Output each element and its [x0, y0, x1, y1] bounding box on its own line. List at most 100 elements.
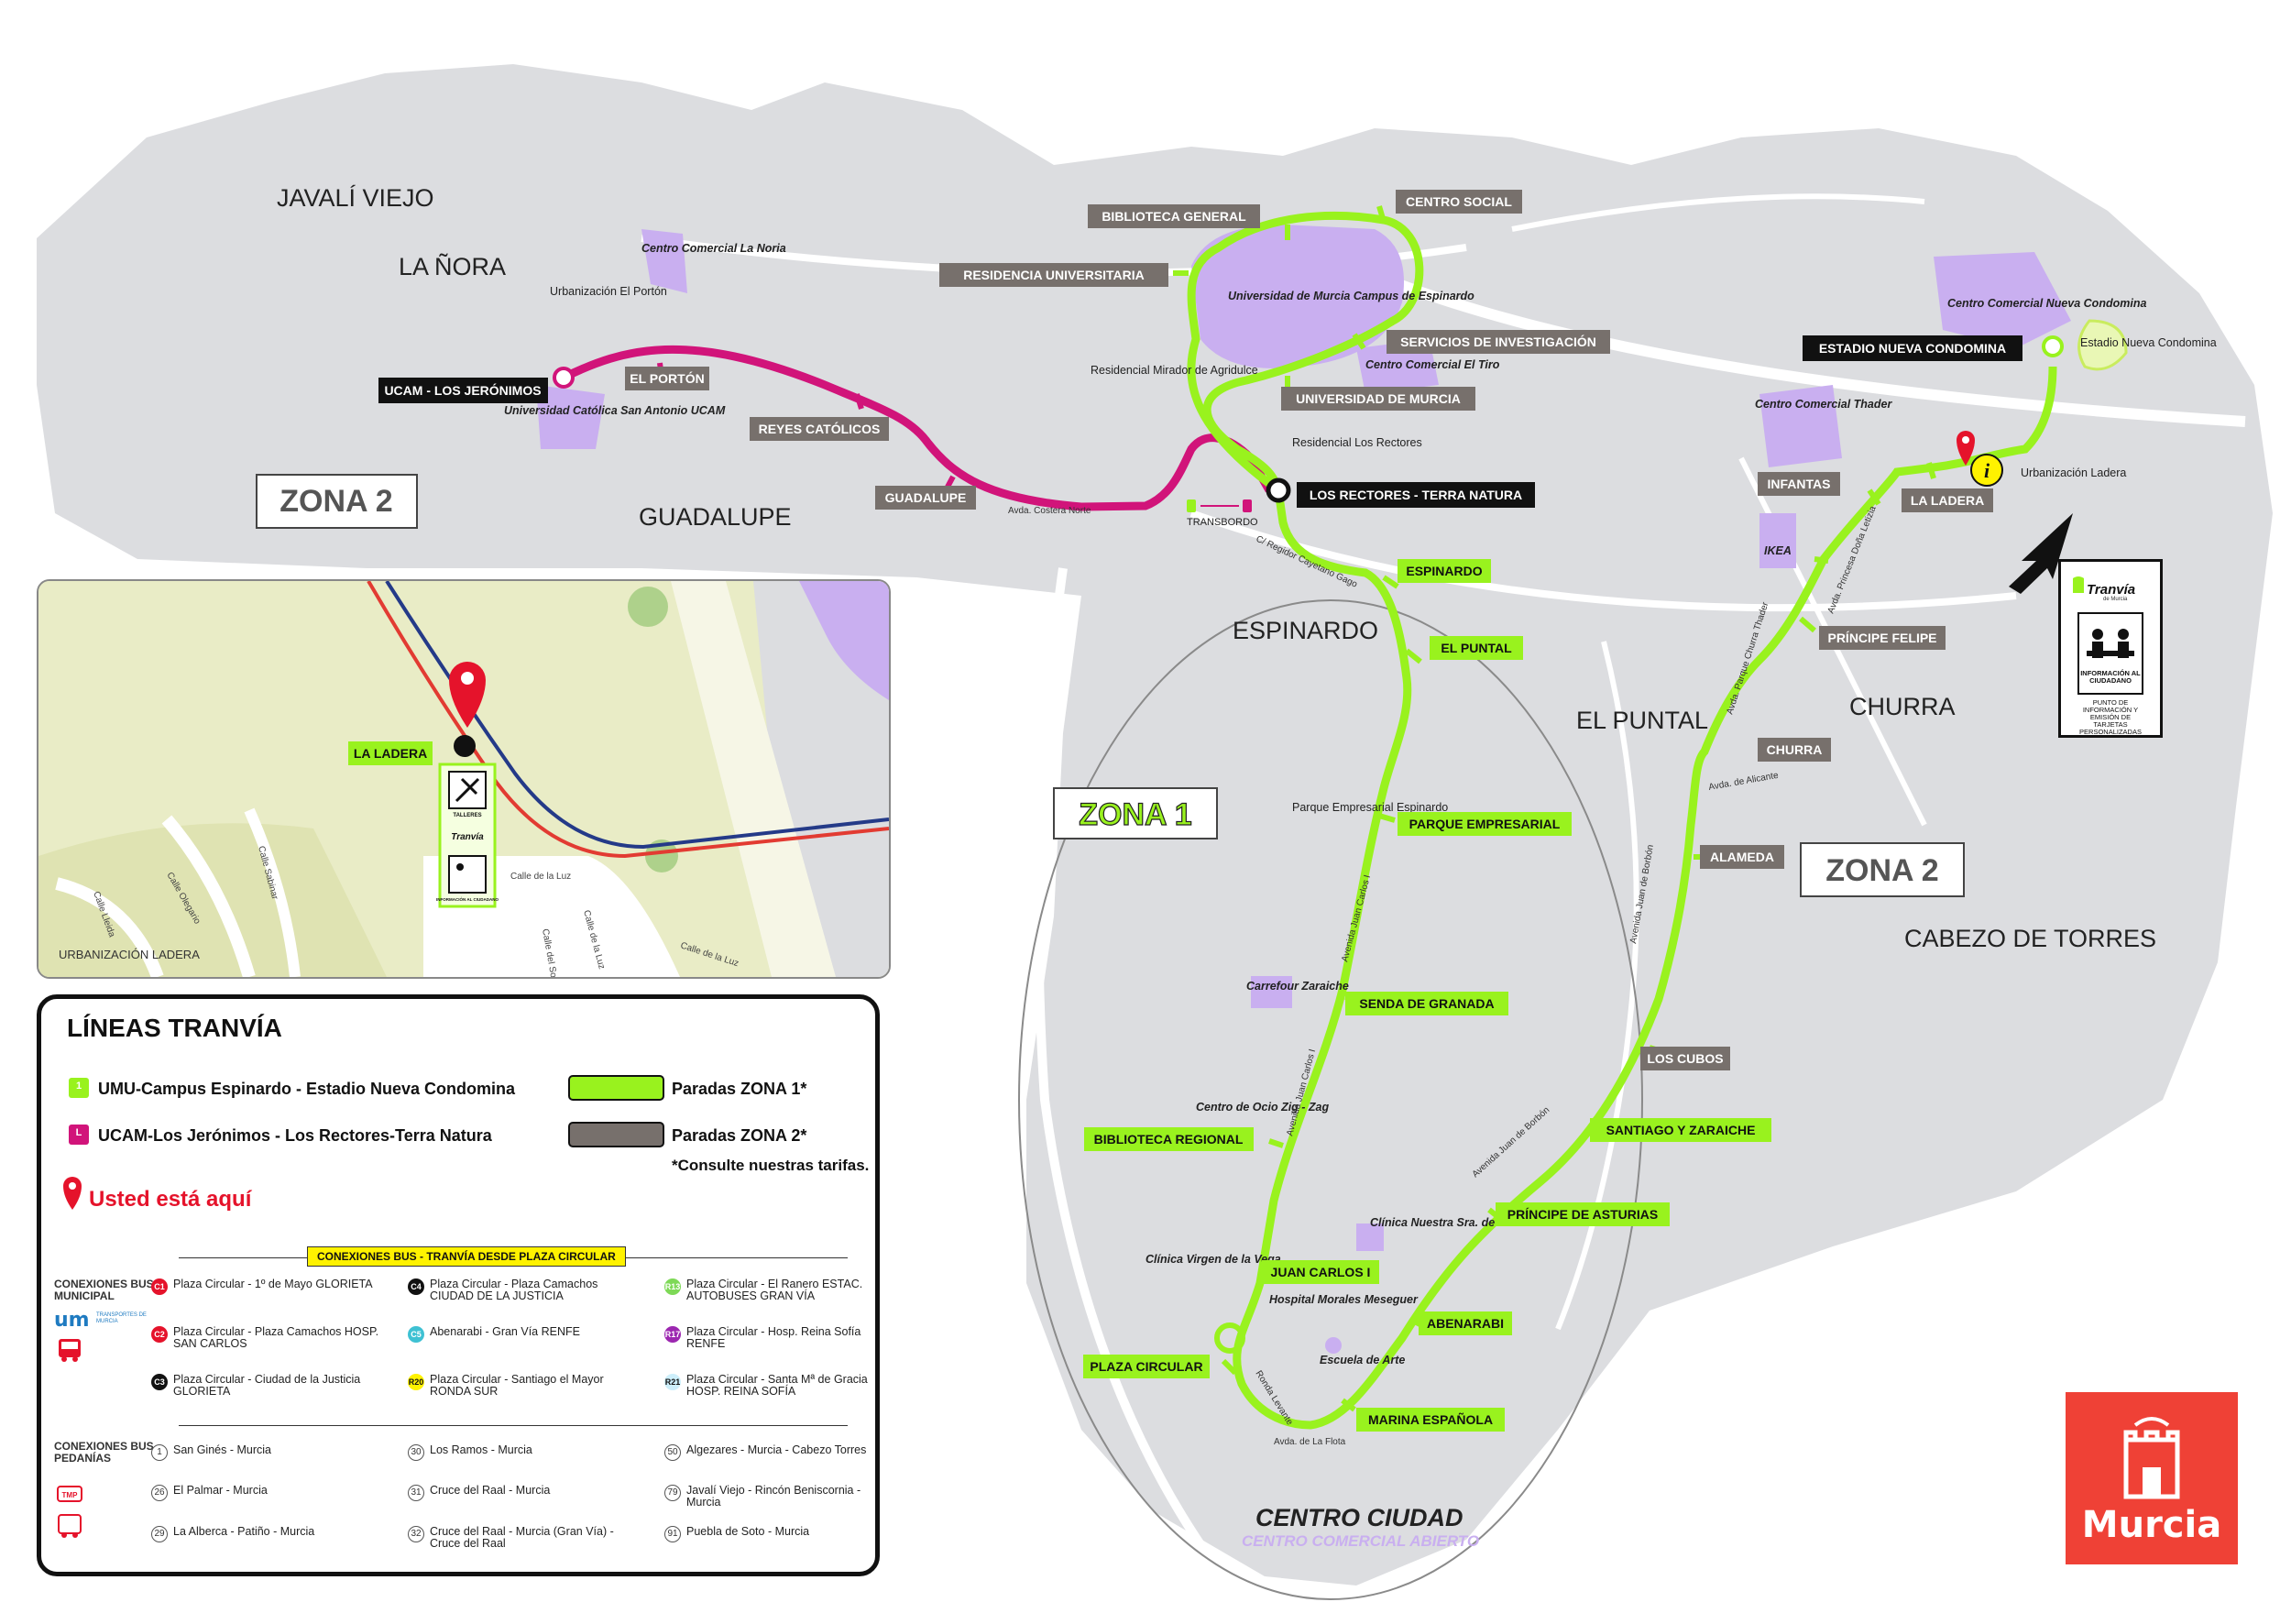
place-univ-campus: Universidad de Murcia Campus de Espinard…	[1228, 290, 1474, 302]
line-l-route	[562, 345, 1273, 511]
place-hospital-morales: Hospital Morales Meseguer	[1269, 1293, 1419, 1306]
stop-parque-empresarial[interactable]: PARQUE EMPRESARIAL	[1398, 812, 1572, 836]
bus-icon	[59, 1339, 81, 1362]
inset-talleres-icon	[455, 777, 480, 803]
stop-senda-de-granada[interactable]: SENDA DE GRANADA	[1345, 992, 1508, 1015]
stop-servicios-investigacion[interactable]: SERVICIOS DE INVESTIGACIÓN	[1387, 330, 1610, 354]
stop-juan-carlos-i[interactable]: JUAN CARLOS I	[1262, 1260, 1379, 1284]
stop-la-ladera[interactable]: LA LADERA	[1902, 488, 1993, 512]
ucam-terminal-marker[interactable]	[553, 367, 575, 389]
oficina-caption-1: INFORMACIÓN AL CIUDADANO	[2080, 669, 2141, 685]
area-espinardo: ESPINARDO	[1233, 617, 1378, 644]
stop-universidad-de-murcia[interactable]: UNIVERSIDAD DE MURCIA	[1281, 387, 1475, 411]
zona1-boundary	[1018, 599, 1643, 1600]
stop-marina-espanola[interactable]: MARINA ESPAÑOLA	[1356, 1408, 1505, 1432]
info-icon[interactable]: i	[1970, 454, 2003, 487]
svg-text:SERVICIOS DE INVESTIGACIÓN: SERVICIOS DE INVESTIGACIÓN	[1400, 334, 1596, 349]
inset-map-ladera: Calle de la Luz Calle de la Luz Calle Ol…	[37, 579, 891, 979]
stop-los-cubos[interactable]: LOS CUBOS	[1640, 1047, 1730, 1070]
place-transbordo: TRANSBORDO	[1187, 517, 1258, 528]
street-avda-costera-norte: Avda. Costera Norte	[1008, 506, 1091, 516]
place-cc-la-noria: Centro Comercial La Noria	[641, 242, 786, 255]
inset-talleres-label: TALLERES	[453, 813, 481, 818]
svg-text:RESIDENCIA UNIVERSITARIA: RESIDENCIA UNIVERSITARIA	[963, 268, 1145, 282]
stop-reyes-catolicos[interactable]: REYES CATÓLICOS	[750, 417, 889, 441]
inset-map-drawing: Calle de la Luz Calle de la Luz Calle Ol…	[38, 581, 889, 977]
oficina-info-icon-box	[2077, 612, 2143, 695]
place-clinica-belen: Clínica Nuestra Sra. de Belén	[1370, 1216, 1529, 1229]
svg-text:ESTADIO NUEVA CONDOMINA: ESTADIO NUEVA CONDOMINA	[1819, 341, 2006, 356]
terminal-estadio-nueva-condomina[interactable]: ESTADIO NUEVA CONDOMINA	[1803, 335, 2022, 361]
ucam-shape	[536, 385, 605, 449]
tranvia-logo-icon	[2073, 576, 2084, 593]
legend-zona1: Paradas ZONA 1*	[672, 1080, 807, 1098]
stop-biblioteca-regional[interactable]: BIBLIOTECA REGIONAL	[1084, 1127, 1254, 1151]
murcia-logo: Murcia	[2066, 1392, 2238, 1564]
inset-stop-marker	[454, 735, 476, 757]
stop-el-puntal[interactable]: EL PUNTAL	[1430, 636, 1523, 660]
connections-title: CONEXIONES BUS - TRANVÍA DESDE PLAZA CIR…	[307, 1246, 626, 1267]
stop-alameda[interactable]: ALAMEDA	[1700, 845, 1784, 869]
svg-text:GUADALUPE: GUADALUPE	[885, 490, 967, 505]
svg-text:LA LADERA: LA LADERA	[1911, 493, 1984, 508]
los-rectores-terminal-marker[interactable]	[1266, 477, 1291, 503]
svg-text:ESPINARDO: ESPINARDO	[1406, 564, 1482, 578]
stop-principe-felipe[interactable]: PRÍNCIPE FELIPE	[1819, 626, 1946, 650]
place-res-mirador: Residencial Mirador de Agridulce	[1091, 364, 1258, 377]
place-urb-el-porton: Urbanización El Portón	[550, 285, 667, 298]
estadio-terminal-marker[interactable]	[2042, 335, 2064, 357]
stop-churra[interactable]: CHURRA	[1758, 738, 1831, 762]
legend-note: *Consulte nuestras tarifas.	[672, 1157, 870, 1174]
place-escuela-arte: Escuela de Arte	[1320, 1354, 1405, 1366]
legend-zona2: Paradas ZONA 2*	[672, 1126, 807, 1145]
svg-text:CENTRO SOCIAL: CENTRO SOCIAL	[1406, 194, 1512, 209]
stop-el-porton[interactable]: EL PORTÓN	[625, 367, 709, 390]
svg-text:CHURRA: CHURRA	[1767, 742, 1823, 757]
svg-text:PRÍNCIPE DE ASTURIAS: PRÍNCIPE DE ASTURIAS	[1507, 1207, 1658, 1222]
svg-text:TMP: TMP	[62, 1491, 79, 1499]
transbordo-icon	[1187, 499, 1252, 512]
svg-text:LOS RECTORES - TERRA NATURA: LOS RECTORES - TERRA NATURA	[1310, 488, 1522, 502]
murcia-logo-text: Murcia	[2081, 1504, 2222, 1546]
connections-divider-mid	[179, 1425, 848, 1426]
svg-text:BIBLIOTECA REGIONAL: BIBLIOTECA REGIONAL	[1094, 1132, 1244, 1147]
place-cc-thader: Centro Comercial Thader	[1755, 398, 1892, 411]
stop-espinardo[interactable]: ESPINARDO	[1398, 559, 1491, 583]
stop-residencia-universitaria[interactable]: RESIDENCIA UNIVERSITARIA	[939, 263, 1168, 287]
terminal-ucam-los-jeronimos[interactable]: UCAM - LOS JERÓNIMOS	[378, 378, 548, 403]
stop-santiago-y-zaraiche[interactable]: SANTIAGO Y ZARAICHE	[1590, 1118, 1771, 1142]
stop-biblioteca-general[interactable]: BIBLIOTECA GENERAL	[1088, 204, 1260, 228]
svg-text:EL PUNTAL: EL PUNTAL	[1441, 641, 1512, 655]
carrefour-shape	[1251, 976, 1292, 1008]
zona2-right-label: ZONA 2	[1825, 853, 1938, 888]
oficina-info-sign: Tranvía de Murcia INFORMACIÓN AL CIUDADA…	[2058, 559, 2163, 738]
svg-text:LA LADERA: LA LADERA	[354, 746, 427, 761]
svg-text:REYES CATÓLICOS: REYES CATÓLICOS	[759, 421, 881, 436]
stop-plaza-circular[interactable]: PLAZA CIRCULAR	[1083, 1355, 1210, 1378]
svg-text:ALAMEDA: ALAMEDA	[1710, 850, 1774, 864]
svg-text:LOS CUBOS: LOS CUBOS	[1647, 1051, 1723, 1066]
zona2-left-label: ZONA 2	[280, 484, 392, 519]
line-1-route	[1187, 211, 2057, 1430]
area-la-nora: LA ÑORA	[399, 252, 506, 280]
svg-text:ABENARABI: ABENARABI	[1427, 1316, 1504, 1331]
legend-panel: LÍNEAS TRANVÍA 1 UMU-Campus Espinardo - …	[37, 994, 880, 1576]
stop-infantas[interactable]: INFANTAS	[1758, 472, 1840, 496]
place-urb-ladera: Urbanización Ladera	[2021, 466, 2126, 479]
oficina-brand: Tranvía	[2087, 582, 2136, 598]
bus-pedanias-icon	[58, 1514, 82, 1538]
stop-principe-de-asturias[interactable]: PRÍNCIPE DE ASTURIAS	[1496, 1202, 1670, 1226]
terminal-los-rectores[interactable]: LOS RECTORES - TERRA NATURA	[1297, 482, 1535, 508]
estadio-shape	[2077, 319, 2128, 371]
area-cabezo-de-torres: CABEZO DE TORRES	[1904, 925, 2156, 952]
info-desk-icon	[2087, 629, 2134, 658]
oficina-caption-2: PUNTO DE INFORMACIÓN Y EMISIÓN DE TARJET…	[2079, 698, 2142, 736]
stop-guadalupe[interactable]: GUADALUPE	[875, 486, 976, 510]
place-cc-el-tiro: Centro Comercial El Tiro	[1365, 358, 1500, 371]
stop-abenarabi[interactable]: ABENARABI	[1419, 1311, 1512, 1335]
line-l-swatch: L	[69, 1125, 89, 1145]
inset-stop-la-ladera[interactable]: LA LADERA	[348, 741, 433, 765]
stop-centro-social[interactable]: CENTRO SOCIAL	[1396, 190, 1522, 214]
municipal-label: CONEXIONES BUS MUNICIPAL	[54, 1278, 154, 1302]
plaza-circular-roundabout	[1214, 1322, 1245, 1354]
